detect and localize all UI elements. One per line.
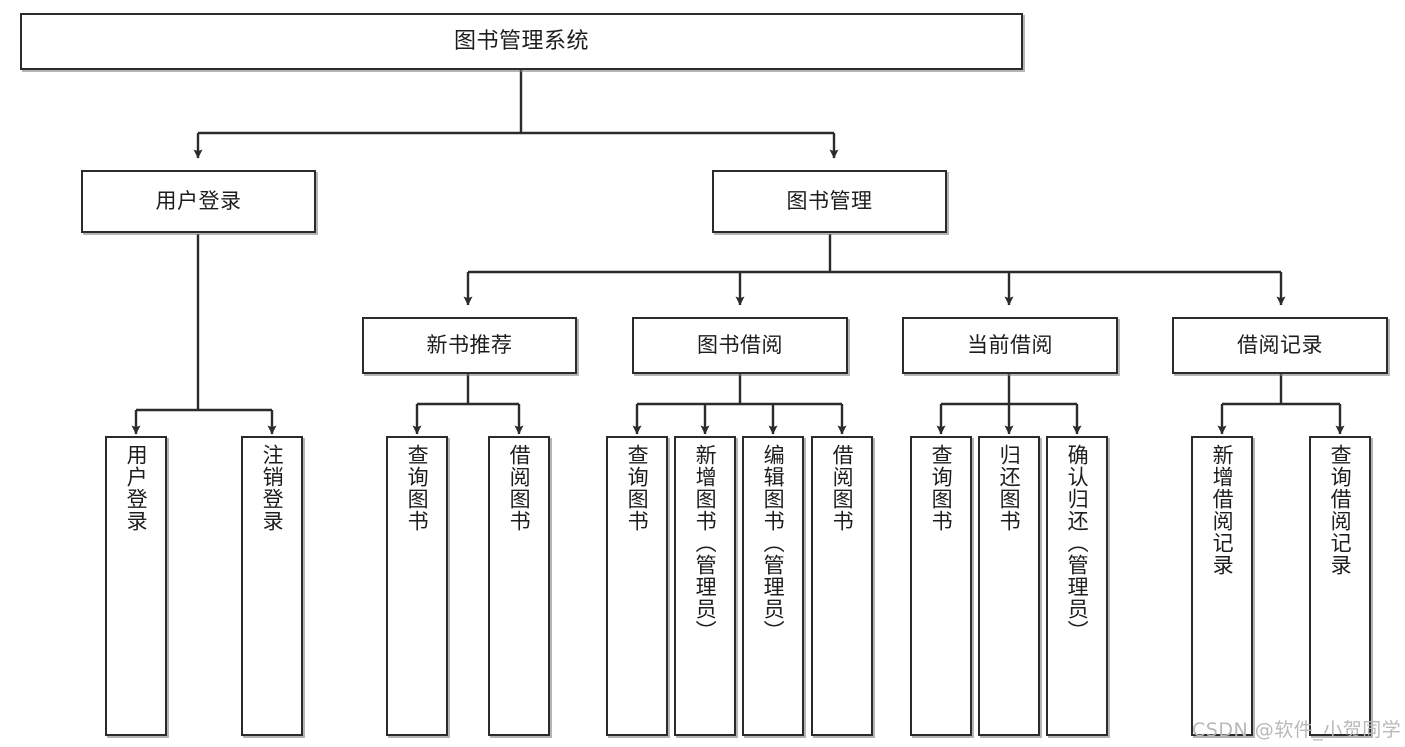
leaf-new-book-query-book[interactable]: 查询图书 — [386, 436, 448, 736]
leaf-current-borrow-confirm-return-admin[interactable]: 确认归还（管理员） — [1046, 436, 1108, 736]
node-book-management-label: 图书管理 — [786, 189, 873, 214]
node-user-login[interactable]: 用户登录 — [81, 170, 316, 233]
leaf-book-borrow-query-book[interactable]: 查询图书 — [606, 436, 668, 736]
leaf-new-book-query-book-label: 查询图书 — [405, 444, 430, 532]
leaf-current-borrow-return-book[interactable]: 归还图书 — [978, 436, 1040, 736]
leaf-book-borrow-add-book-admin-label: 新增图书（管理员） — [693, 444, 718, 642]
leaf-new-book-borrow-book[interactable]: 借阅图书 — [488, 436, 550, 736]
leaf-borrow-record-add-record-label: 新增借阅记录 — [1210, 444, 1235, 576]
node-user-login-label: 用户登录 — [155, 189, 242, 214]
node-borrow-record-label: 借阅记录 — [1237, 333, 1323, 358]
leaf-current-borrow-query-book[interactable]: 查询图书 — [910, 436, 972, 736]
leaf-user-login-logout-label: 注销登录 — [260, 444, 285, 532]
leaf-new-book-borrow-book-label: 借阅图书 — [507, 444, 532, 532]
node-current-borrow-label: 当前借阅 — [967, 333, 1053, 358]
csdn-watermark: CSDN @软件_小贺同学 — [1192, 719, 1402, 741]
node-current-borrow[interactable]: 当前借阅 — [902, 317, 1118, 374]
leaf-book-borrow-borrow-book-label: 借阅图书 — [830, 444, 855, 532]
node-book-management[interactable]: 图书管理 — [712, 170, 947, 233]
node-root-book-management-system[interactable]: 图书管理系统 — [20, 13, 1023, 70]
leaf-book-borrow-add-book-admin[interactable]: 新增图书（管理员） — [674, 436, 736, 736]
leaf-book-borrow-edit-book-admin[interactable]: 编辑图书（管理员） — [742, 436, 804, 736]
leaf-borrow-record-add-record[interactable]: 新增借阅记录 — [1191, 436, 1253, 736]
leaf-user-login-login[interactable]: 用户登录 — [105, 436, 167, 736]
node-borrow-record[interactable]: 借阅记录 — [1172, 317, 1388, 374]
leaf-borrow-record-query-record-label: 查询借阅记录 — [1328, 444, 1353, 576]
node-root-label: 图书管理系统 — [453, 28, 589, 54]
node-new-book-recommend-label: 新书推荐 — [426, 333, 513, 358]
node-book-borrow-label: 图书借阅 — [697, 333, 783, 358]
leaf-current-borrow-return-book-label: 归还图书 — [997, 444, 1022, 532]
leaf-book-borrow-query-book-label: 查询图书 — [625, 444, 650, 532]
leaf-current-borrow-query-book-label: 查询图书 — [929, 444, 954, 532]
leaf-book-borrow-edit-book-admin-label: 编辑图书（管理员） — [761, 444, 786, 642]
leaf-user-login-login-label: 用户登录 — [124, 444, 149, 532]
leaf-borrow-record-query-record[interactable]: 查询借阅记录 — [1309, 436, 1371, 736]
node-new-book-recommend[interactable]: 新书推荐 — [362, 317, 577, 374]
leaf-user-login-logout[interactable]: 注销登录 — [241, 436, 303, 736]
leaf-current-borrow-confirm-return-admin-label: 确认归还（管理员） — [1065, 444, 1090, 642]
node-book-borrow[interactable]: 图书借阅 — [632, 317, 848, 374]
leaf-book-borrow-borrow-book[interactable]: 借阅图书 — [811, 436, 873, 736]
